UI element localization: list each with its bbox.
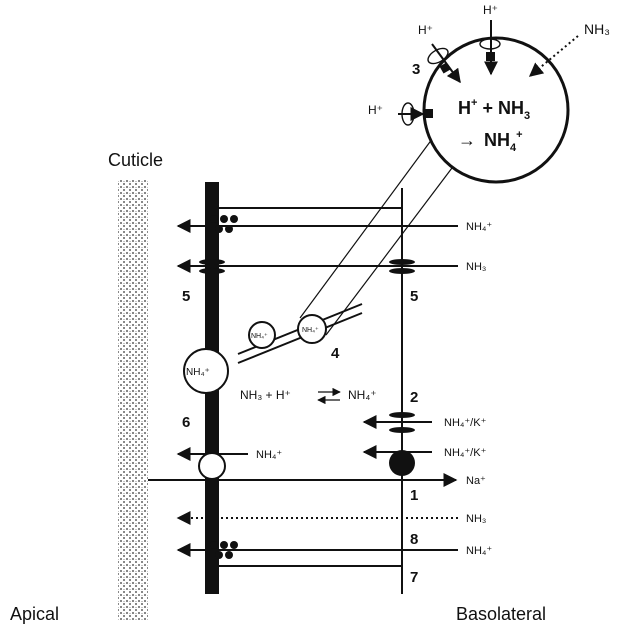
h-pump-top — [479, 20, 501, 76]
h-pump-middle — [427, 43, 461, 84]
number-1: 1 — [410, 487, 418, 504]
number-4: 4 — [331, 345, 340, 362]
number-3: 3 — [412, 61, 420, 78]
na-pump — [389, 450, 415, 476]
nh4-exocytosis-label: NH₄⁺ — [186, 367, 210, 378]
nh4-label-bottom-right: NH₄⁺ — [466, 545, 492, 557]
top-junction — [210, 190, 403, 209]
nh3-outside-label: NH₃ — [584, 21, 610, 37]
number-5-apical: 5 — [182, 288, 190, 305]
vesicle-track — [237, 303, 363, 364]
cuticle-label: Cuticle — [108, 150, 163, 170]
nh3-label-top-right: NH₃ — [466, 261, 486, 273]
channel-5-apical — [199, 259, 225, 265]
cuticle-layer — [118, 180, 148, 620]
callout-line-2 — [325, 159, 459, 336]
h-plus-middle-label: H⁺ — [418, 23, 433, 37]
h-plus-top-label: H⁺ — [483, 3, 498, 17]
apical-transporter-circle — [198, 452, 226, 480]
number-5-basolateral: 5 — [410, 288, 418, 305]
number-8: 8 — [410, 531, 418, 548]
vesicle-reaction-line2: →NH4+ — [458, 129, 523, 154]
vesicle-nh4-label-2: NH₄⁺ — [302, 327, 319, 334]
channel-5-basolateral-lower — [389, 268, 415, 274]
nh4-k-carrier-2 — [389, 427, 415, 433]
apical-label: Apical — [10, 604, 59, 624]
bottom-junction-dots — [210, 541, 238, 559]
nh4-k-carrier-1 — [389, 412, 415, 418]
basolateral-label: Basolateral — [456, 604, 546, 624]
nh4-k-label-2: NH₄⁺/K⁺ — [444, 447, 487, 459]
number-2: 2 — [410, 389, 418, 406]
nh3-vesicle-arrow — [528, 35, 579, 77]
nh4-k-label-1: NH₄⁺/K⁺ — [444, 417, 487, 429]
vesicle-reaction-line1: H+ + NH3 — [458, 97, 530, 122]
bottom-junction — [210, 565, 403, 592]
callout-line-1 — [299, 130, 439, 319]
nh4-apical-exit-label: NH₄⁺ — [256, 449, 282, 461]
nh3-label-bottom-right: NH₃ — [466, 513, 486, 525]
na-label: Na⁺ — [466, 475, 486, 487]
vesicle-nh4-label-1: NH₄⁺ — [251, 333, 268, 340]
channel-5-apical-lower — [199, 268, 225, 274]
equilibrium-left: NH₃ + H⁺ — [240, 388, 291, 402]
channel-5-basolateral — [389, 259, 415, 265]
number-6: 6 — [182, 414, 190, 431]
number-7: 7 — [410, 569, 418, 586]
top-junction-dots — [210, 215, 238, 233]
h-plus-left-label: H⁺ — [368, 103, 383, 117]
nh4-label-top-right: NH₄⁺ — [466, 221, 492, 233]
nh4-exocytosis-circle — [183, 348, 229, 394]
equilibrium-right: NH₄⁺ — [348, 388, 377, 402]
h-pump-left — [398, 102, 433, 126]
